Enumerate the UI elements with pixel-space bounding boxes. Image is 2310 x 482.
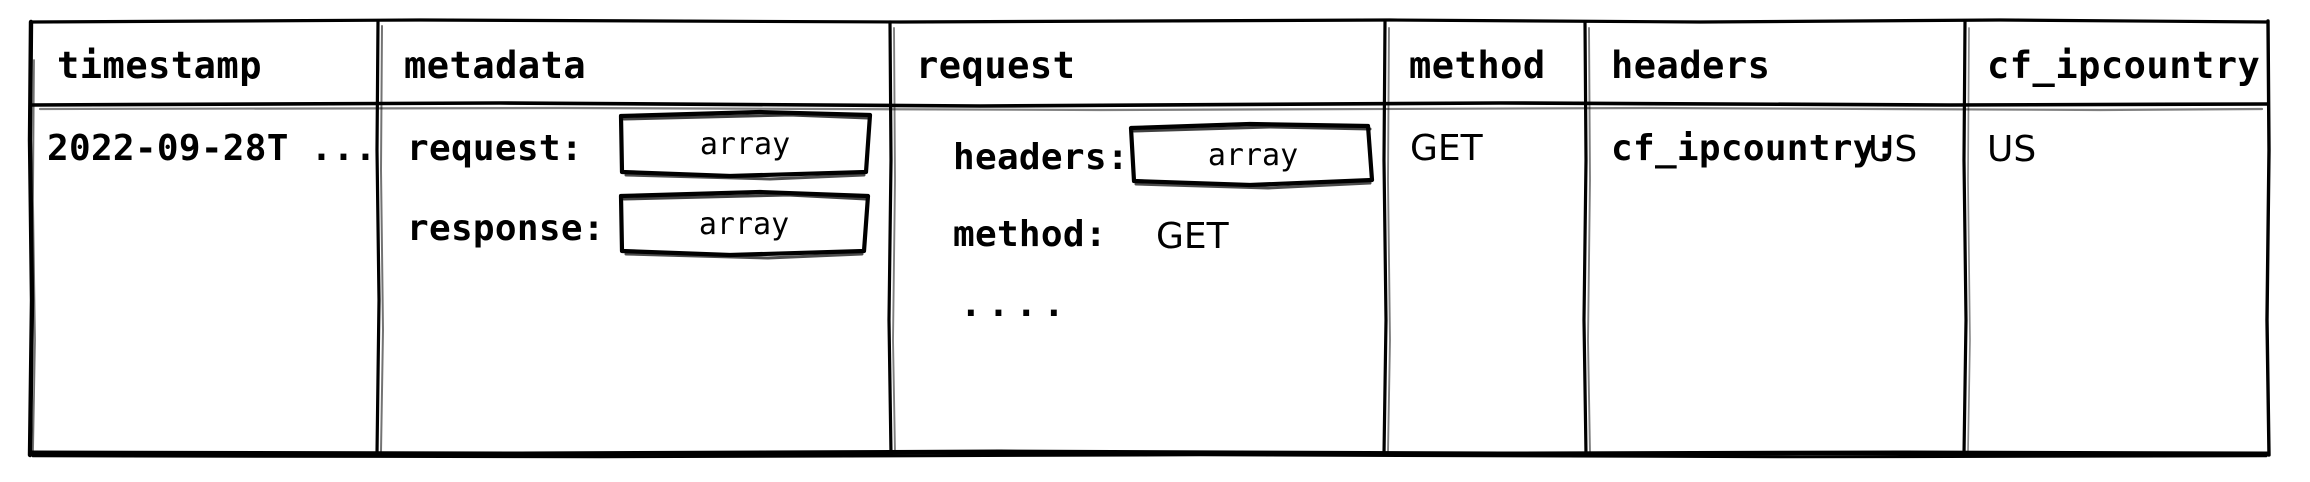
header-cell-cf-ipcountry[interactable]: cf_ipcountry <box>1965 22 2268 105</box>
table-row-cell-request[interactable]: headers: method: GET .... <box>890 106 1385 454</box>
header-cell-timestamp[interactable]: timestamp <box>31 22 378 105</box>
column-header-cf-ipcountry: cf_ipcountry <box>1987 44 2261 87</box>
table-row-cell-headers[interactable]: cf_ipcountry: US <box>1585 106 1965 454</box>
table-row-cell-timestamp[interactable]: 2022-09-28T ... <box>31 106 378 454</box>
cf-ipcountry-value: US <box>1987 129 2037 170</box>
headers-key-cf-ipcountry: cf_ipcountry: <box>1611 128 1897 169</box>
table-row-cell-method[interactable]: GET <box>1385 106 1585 454</box>
table-row-cell-cf-ipcountry[interactable]: US <box>1965 106 2268 454</box>
column-header-request: request <box>916 44 1076 87</box>
array-badge-label-request-headers[interactable]: array <box>1207 138 1299 173</box>
header-cell-metadata[interactable]: metadata <box>378 22 890 105</box>
column-header-timestamp: timestamp <box>57 44 262 87</box>
metadata-key-request: request: <box>407 128 583 169</box>
headers-value-cf-ipcountry: US <box>1868 129 1918 170</box>
timestamp-value: 2022-09-28T ... <box>47 128 377 169</box>
header-cell-request[interactable]: request <box>890 22 1385 105</box>
header-cell-headers[interactable]: headers <box>1585 22 1965 105</box>
request-key-headers: headers: <box>953 137 1129 178</box>
header-cell-method[interactable]: method <box>1385 22 1585 105</box>
request-ellipsis: .... <box>960 284 1071 325</box>
array-badge-label-metadata-request[interactable]: array <box>699 127 791 162</box>
column-header-headers: headers <box>1611 44 1771 87</box>
metadata-key-response: response: <box>407 208 605 249</box>
request-method-value: GET <box>1156 216 1229 257</box>
table-row-cell-metadata[interactable]: request: response: <box>378 106 890 454</box>
method-value: GET <box>1410 128 1483 169</box>
array-badge-label-metadata-response[interactable]: array <box>698 207 790 242</box>
request-key-method: method: <box>953 214 1107 255</box>
column-header-method: method <box>1409 44 1546 87</box>
column-header-metadata: metadata <box>404 44 587 87</box>
